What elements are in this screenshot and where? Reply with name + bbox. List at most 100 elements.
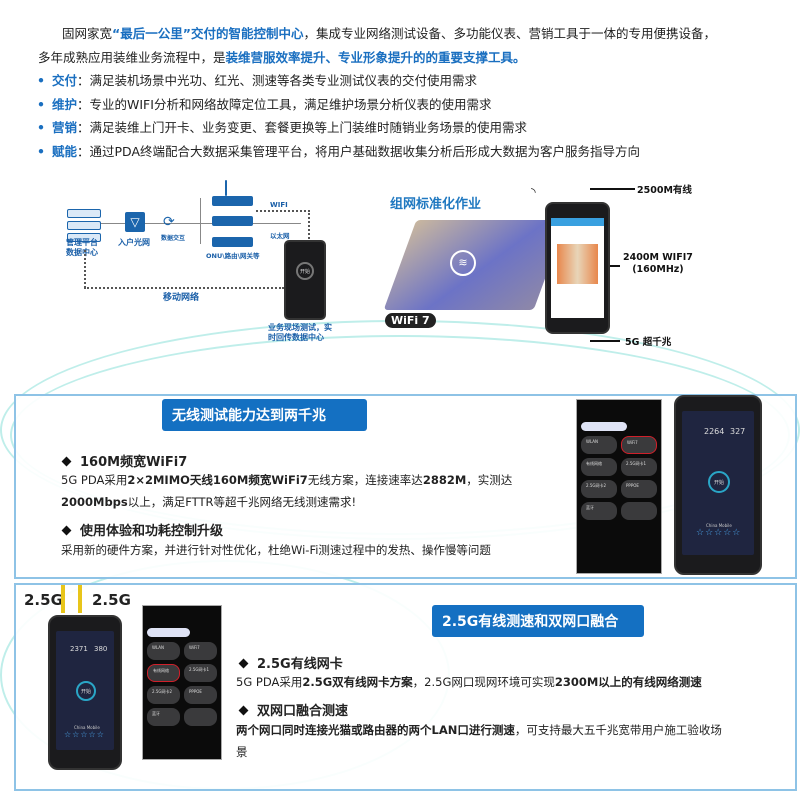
diamond-icon bbox=[61, 525, 72, 536]
operator-label: China Mobile bbox=[706, 523, 732, 528]
mobile-link bbox=[84, 250, 86, 288]
feature-heading: 2.5G有线网卡 bbox=[238, 653, 343, 672]
connector-line bbox=[200, 198, 201, 244]
quick-settings-tile[interactable]: WLAN bbox=[581, 436, 617, 454]
quick-settings-tile[interactable]: PPPOE bbox=[184, 686, 217, 704]
onu-label: ONU\路由\网关等 bbox=[206, 252, 260, 260]
bullet-maintenance: • 维护：专业的WIFI分析和网络故障定位工具，满足维护场景分析仪表的使用需求 bbox=[0, 93, 800, 117]
bullet-key: 交付 bbox=[52, 73, 78, 88]
wifi-link bbox=[308, 210, 310, 242]
wireless-section: 无线测试能力达到两千兆 160M频宽WiFi7 5G PDA采用2×2MIMO天… bbox=[14, 394, 797, 579]
operator-label: China Mobile bbox=[74, 725, 100, 730]
fiber-icon: ▽ bbox=[125, 212, 145, 232]
feature-heading: 双网口融合测速 bbox=[238, 700, 348, 719]
brightness-slider[interactable] bbox=[581, 422, 628, 431]
quick-settings-tile[interactable] bbox=[184, 708, 217, 726]
wifi7-logo: WiFi 7 bbox=[385, 313, 436, 328]
ethernet-label: 以太网 bbox=[270, 232, 290, 240]
quick-settings-tile[interactable]: 蓝牙 bbox=[147, 708, 180, 726]
diamond-icon bbox=[238, 658, 249, 669]
wired-section: 2.5G 2.5G 2371 380 开始 China Mobile ☆☆☆☆☆… bbox=[14, 583, 797, 791]
mobile-link bbox=[84, 287, 284, 289]
feature-heading: 使用体验和功耗控制升级 bbox=[61, 520, 223, 539]
callout-wifi: 2400M WIFI7 (160MHz) bbox=[623, 252, 693, 275]
quick-settings-tile[interactable]: WLAN bbox=[147, 642, 180, 660]
mobile-label: 移动网络 bbox=[163, 293, 200, 303]
wifi7-scene: 组网标准化作业 ≋ WiFi 7 ◝ 2500M有线 2400M WIFI7 (… bbox=[383, 175, 695, 350]
feature-text: 5G PDA采用2×2MIMO天线160M频宽WiFi7无线方案，连接速率达28… bbox=[61, 473, 513, 509]
wifi-link bbox=[256, 210, 310, 212]
callout-line bbox=[590, 340, 620, 342]
ethernet-cable-icon bbox=[61, 585, 65, 613]
port-label-left: 2.5G bbox=[24, 591, 63, 609]
callout-5g: 5G 超千兆 bbox=[625, 337, 672, 348]
download-speed: 2264 bbox=[704, 427, 725, 436]
speedtest-phone: 2264 327 开始 China Mobile ☆☆☆☆☆ bbox=[674, 395, 762, 575]
bullet-icon: • bbox=[37, 120, 45, 135]
bullet-marketing: • 营销：满足装维上门开卡、业务变更、套餐更换等上门装维时随销业务场景的使用需求 bbox=[0, 116, 800, 140]
feature-text: 两个网口同时连接光猫或路由器的两个LAN口进行测速，可支持最大五千兆宽带用户施工… bbox=[236, 723, 722, 759]
feature-text: 采用新的硬件方案，并进行针对性优化，杜绝Wi-Fi测速过程中的发热、操作慢等问题 bbox=[61, 543, 491, 557]
quick-settings-tile[interactable]: 2.5G网卡1 bbox=[184, 664, 217, 682]
platform-label: 管理平台 数据中心 bbox=[66, 238, 98, 257]
diamond-icon bbox=[61, 456, 72, 467]
wifi-label: WIFI bbox=[270, 201, 288, 209]
quick-settings-tile[interactable]: 2.5G网卡1 bbox=[621, 458, 657, 476]
bullet-key: 赋能 bbox=[52, 143, 78, 159]
bullet-text: ：满足装机场景中光功、红光、测速等各类专业测试仪表的交付使用需求 bbox=[77, 73, 478, 88]
bullet-key: 维护 bbox=[52, 96, 78, 112]
bullet-delivery: • 交付：满足装机场景中光功、红光、测速等各类专业测试仪表的交付使用需求 bbox=[0, 69, 800, 93]
quick-settings-tile[interactable]: 2.5G网卡2 bbox=[581, 480, 617, 498]
start-button: 开始 bbox=[296, 262, 314, 280]
start-button[interactable]: 开始 bbox=[708, 471, 730, 493]
feature-heading: 160M频宽WiFi7 bbox=[61, 451, 187, 470]
router-icon bbox=[212, 196, 253, 206]
bullet-icon: • bbox=[37, 143, 45, 159]
connector-line bbox=[101, 223, 301, 224]
quick-settings-tile[interactable]: WiFi7 bbox=[621, 436, 657, 454]
intro-text-plain: ，集成专业网络测试设备、多功能仪表、营销工具于一体的专用便携设备， bbox=[303, 26, 716, 41]
bullet-icon: • bbox=[37, 73, 45, 88]
quick-settings-tile[interactable]: 2.5G网卡2 bbox=[147, 686, 180, 704]
wifi-icon: ≋ bbox=[450, 250, 476, 276]
bullet-key: 营销 bbox=[52, 120, 78, 135]
exchange-icon: ⟳ bbox=[163, 214, 175, 230]
quick-settings-tile[interactable]: 有线网络 bbox=[147, 664, 180, 682]
intro-text: 固网家宽“最后一公里”交付的智能控制中心，集成专业网络测试设备、多功能仪表、营销… bbox=[0, 22, 800, 163]
quick-settings-tile[interactable] bbox=[621, 502, 657, 520]
bullet-text: ：满足装维上门开卡、业务变更、套餐更换等上门装维时随销业务场景的使用需求 bbox=[77, 120, 528, 135]
exchange-label: 数据交互 bbox=[161, 235, 186, 242]
pda-device bbox=[545, 202, 610, 334]
bullet-icon: • bbox=[37, 96, 45, 112]
feature-text: 5G PDA采用2.5G双有线网卡方案，2.5G网口现网环境可实现2300M以上… bbox=[236, 675, 702, 689]
callout-line bbox=[590, 188, 635, 190]
bullet-enablement: • 赋能：通过PDA终端配合大数据采集管理平台，将用户基础数据收集分析后形成大数据… bbox=[0, 140, 800, 164]
floorplan-screen bbox=[551, 218, 604, 318]
brightness-slider[interactable] bbox=[147, 628, 190, 637]
quick-settings-tile[interactable]: 蓝牙 bbox=[581, 502, 617, 520]
intro-highlight: “最后一公里”交付的智能控制中心 bbox=[112, 26, 304, 41]
intro-text-plain: 多年成熟应用装维业务流程中，是 bbox=[38, 49, 226, 65]
signal-icon: ◝ bbox=[531, 185, 536, 199]
upload-speed: 380 bbox=[94, 645, 108, 653]
rating-stars[interactable]: ☆☆☆☆☆ bbox=[64, 730, 105, 739]
pda-device: 开始 bbox=[284, 240, 326, 320]
field-label: 业务现场测试，实 时回传数据中心 bbox=[268, 323, 332, 342]
quick-settings-tile[interactable]: 有线网络 bbox=[581, 458, 617, 476]
speedtest-phone: 2371 380 开始 China Mobile ☆☆☆☆☆ bbox=[48, 615, 122, 770]
bullet-text: ：专业的WIFI分析和网络故障定位工具，满足维护场景分析仪表的使用需求 bbox=[77, 96, 492, 112]
fiber-label: 入户光网 bbox=[118, 238, 150, 247]
intro-text-plain: 固网家宽 bbox=[62, 26, 113, 41]
quick-settings-tile[interactable]: WiFi7 bbox=[184, 642, 217, 660]
bullet-text: ：通过PDA终端配合大数据采集管理平台，将用户基础数据收集分析后形成大数据为客户… bbox=[77, 143, 641, 159]
start-button[interactable]: 开始 bbox=[76, 681, 96, 701]
rating-stars[interactable]: ☆☆☆☆☆ bbox=[696, 528, 742, 538]
intro-highlight: 装维营服效率提升、专业形象提升的的重要支撑工具。 bbox=[225, 49, 526, 65]
callout-line bbox=[610, 265, 620, 267]
diamond-icon bbox=[238, 705, 249, 716]
quick-settings-tile[interactable]: PPPOE bbox=[621, 480, 657, 498]
gateway-icon bbox=[212, 237, 253, 247]
modem-icon bbox=[212, 216, 253, 226]
